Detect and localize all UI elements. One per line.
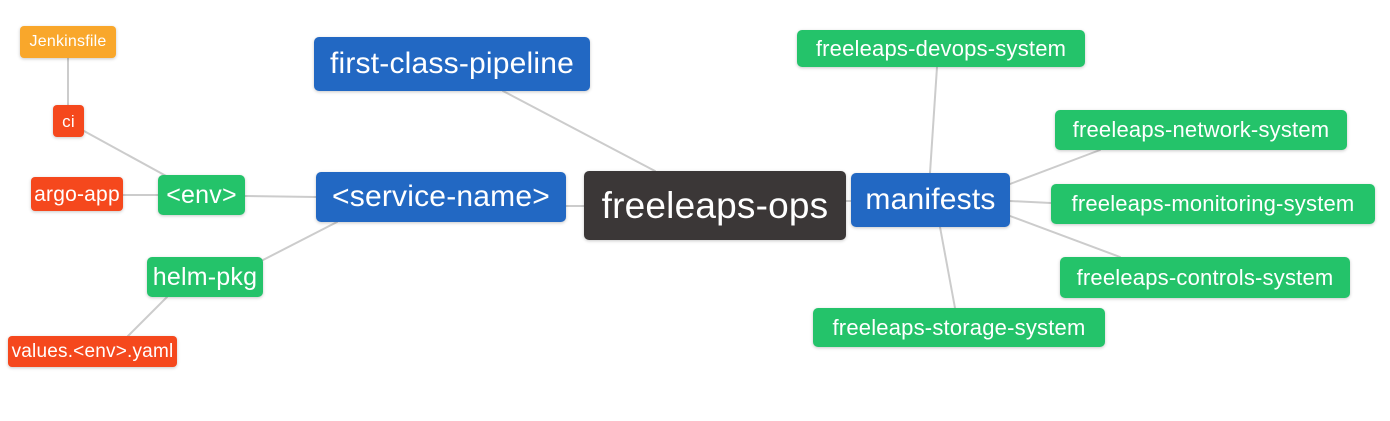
edge-env-service-name <box>244 195 317 198</box>
edge-manifests-network <box>1009 149 1101 185</box>
node-freeleaps-controls-system[interactable]: freeleaps-controls-system <box>1060 257 1350 298</box>
node-freeleaps-ops[interactable]: freeleaps-ops <box>584 171 846 240</box>
node-argo-app[interactable]: argo-app <box>31 177 123 211</box>
edge-manifests-storage <box>939 226 956 309</box>
node-first-class-pipeline[interactable]: first-class-pipeline <box>314 37 590 91</box>
node-service-name[interactable]: <service-name> <box>316 172 566 222</box>
edge-manifests-monitoring <box>1009 200 1052 204</box>
edge-helm-pkg-values <box>127 296 168 337</box>
node-helm-pkg[interactable]: helm-pkg <box>147 257 263 297</box>
edge-manifests-controls <box>1009 215 1121 258</box>
node-env[interactable]: <env> <box>158 175 245 215</box>
edge-pipeline-freeleaps-ops <box>502 90 656 172</box>
edge-ci-env <box>83 130 169 178</box>
node-freeleaps-monitoring-system[interactable]: freeleaps-monitoring-system <box>1051 184 1375 224</box>
node-freeleaps-devops-system[interactable]: freeleaps-devops-system <box>797 30 1085 67</box>
node-jenkinsfile[interactable]: Jenkinsfile <box>20 26 116 58</box>
node-freeleaps-storage-system[interactable]: freeleaps-storage-system <box>813 308 1105 347</box>
node-values-env-yaml[interactable]: values.<env>.yaml <box>8 336 177 367</box>
edge-manifests-devops <box>929 66 938 174</box>
node-ci[interactable]: ci <box>53 105 84 137</box>
edge-service-name-helm-pkg <box>262 221 338 261</box>
node-freeleaps-network-system[interactable]: freeleaps-network-system <box>1055 110 1347 150</box>
node-manifests[interactable]: manifests <box>851 173 1010 227</box>
